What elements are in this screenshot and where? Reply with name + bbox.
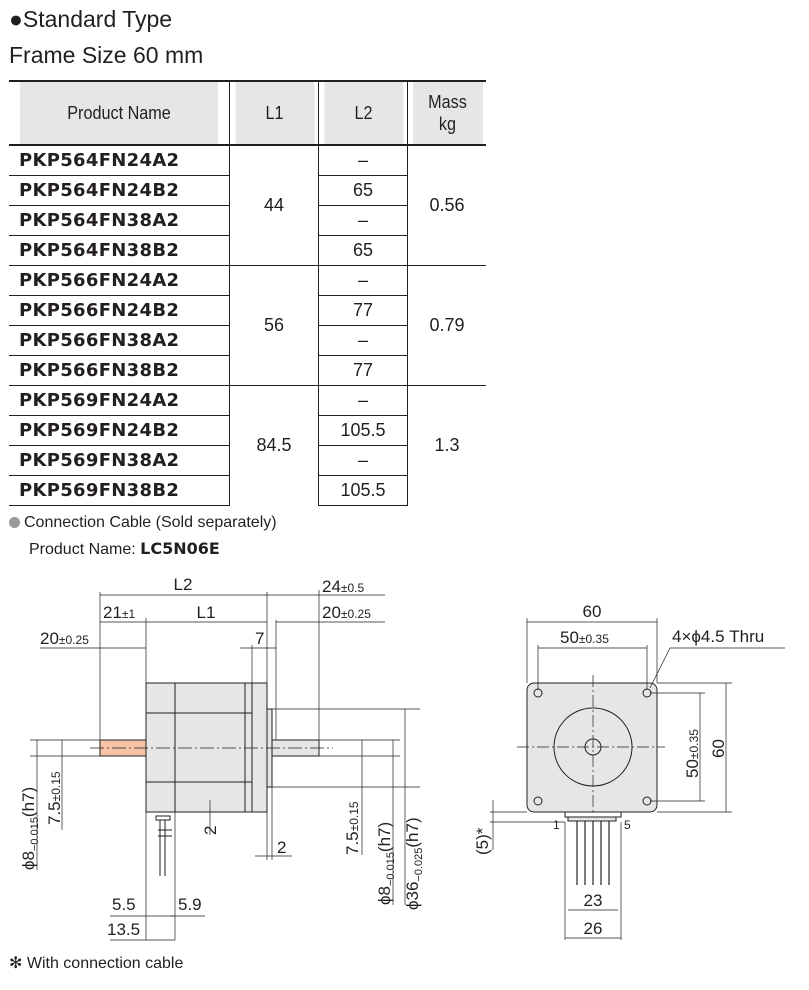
section-title: ●Standard Type [9,6,173,32]
frame-size-title: Frame Size 60 mm [9,42,204,68]
l2-value: 77 [318,355,408,386]
header-product-name: Product Name [20,80,219,146]
table-row: PKP566FN24B2 77 [9,295,486,326]
table-row: PKP569FN38B2 105.5 [9,475,486,506]
table-row: PKP564FN38B2 65 [9,235,486,266]
dim-5-5: 5.5 [112,895,136,914]
dim-phi8-right: ϕ8−0.015(h7) [375,822,397,905]
table-row: PKP569FN38A2 – [9,445,486,476]
table-row: PKP564FN24B2 65 [9,175,486,206]
dim-13-5: 13.5 [107,920,140,939]
l2-value: – [318,445,408,476]
dim-2-vertical: 2 [201,826,220,835]
mass-value: 0.56 [407,144,486,266]
dim-20-right: 20±0.25 [322,603,371,622]
l2-value: – [318,265,408,296]
dim-phi8-left: ϕ8−0.015(h7) [19,787,41,870]
l2-value: 105.5 [318,415,408,446]
l2-value: – [318,325,408,356]
table-row: PKP566FN38B2 77 [9,355,486,386]
dim-50-width: 50±0.35 [560,628,609,647]
dim-7: 7 [255,629,264,648]
dim-23: 23 [584,891,603,910]
pin-1-label: 1 [553,818,560,832]
dim-60-height: 60 [709,739,728,758]
product-name: PKP564FN24A2 [9,144,230,176]
pin-5-label: 5 [624,818,631,832]
footnote: ✻ With connection cable [9,955,184,972]
l2-value: – [318,205,408,236]
dim-l2: L2 [174,575,193,594]
l2-value: 65 [318,175,408,206]
dim-phi36: ϕ36−0.025(h7) [403,817,425,910]
product-name: PKP569FN38B2 [9,475,230,506]
front-view: 60 50±0.35 4×ϕ4.5 Thru 50±0.35 60 (5)* 1… [473,602,785,940]
dim-5-cable: (5)* [473,827,492,855]
dim-50-height: 50±0.35 [683,729,702,778]
l1-value: 44 [229,144,319,266]
dim-2-flange: 2 [277,838,286,857]
l2-value: 77 [318,295,408,326]
l1-value: 56 [229,265,319,386]
l2-value: – [318,144,408,176]
dim-7-5-right: 7.5±0.15 [343,801,362,855]
product-name: PKP564FN38B2 [9,235,230,266]
l2-value: – [318,385,408,416]
dim-20-left: 20±0.25 [40,629,89,648]
table-row: PKP564FN38A2 – [9,205,486,236]
holes-label: 4×ϕ4.5 Thru [672,627,764,646]
table-row: PKP566FN38A2 – [9,325,486,356]
cable-product: Product Name: LC5N06E [29,539,220,558]
dim-21: 21±1 [103,603,136,622]
dim-24: 24±0.5 [322,577,365,596]
product-name: PKP564FN24B2 [9,175,230,206]
l1-value: 84.5 [229,385,319,506]
mass-value: 1.3 [407,385,486,506]
l2-value: 65 [318,235,408,266]
product-name: PKP566FN38B2 [9,355,230,386]
product-name: PKP564FN38A2 [9,205,230,236]
cable-note: Connection Cable (Sold separately) [9,514,277,532]
dim-26: 26 [584,919,603,938]
header-l2: L2 [322,80,404,146]
product-name: PKP569FN24A2 [9,385,230,416]
mass-value: 0.79 [407,265,486,386]
side-view: L2 24±0.5 21±1 L1 20±0.25 20±0.25 7 ϕ8−0… [19,575,425,941]
product-name: PKP566FN24B2 [9,295,230,326]
product-name: PKP566FN38A2 [9,325,230,356]
product-name: PKP569FN24B2 [9,415,230,446]
dim-7-5-left: 7.5±0.15 [45,771,64,825]
dim-5-9: 5.9 [178,895,202,914]
table-row: PKP569FN24B2 105.5 [9,415,486,446]
product-name: PKP566FN24A2 [9,265,230,296]
bullet-icon [9,517,20,528]
product-name: PKP569FN38A2 [9,445,230,476]
dim-60-width: 60 [583,602,602,621]
l2-value: 105.5 [318,475,408,506]
dim-l1: L1 [197,603,216,622]
header-l1: L1 [233,80,315,146]
